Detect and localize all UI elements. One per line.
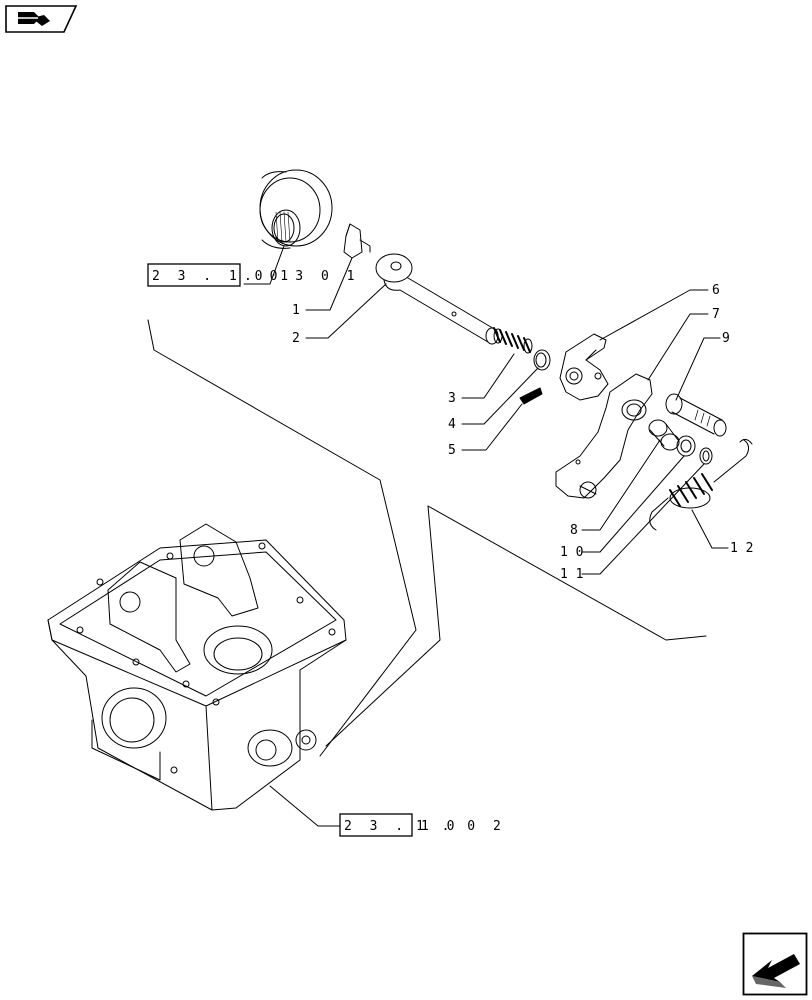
clutch-housing xyxy=(47,523,347,811)
book-arrow-icon xyxy=(5,5,78,33)
fork-lever xyxy=(555,373,653,499)
callout-2: 2 xyxy=(292,331,300,346)
fork-shaft xyxy=(375,253,499,345)
release-bearing xyxy=(259,169,333,249)
washer-10 xyxy=(676,435,696,457)
leader-lines xyxy=(243,245,729,827)
callout-8: 8 xyxy=(570,523,578,538)
reference-bottom-boxed: 2 3 . 1 0 xyxy=(344,819,459,834)
callout-4: 4 xyxy=(448,417,456,432)
reference-top-suffix: . 0 3 0 1 xyxy=(244,269,359,284)
spring xyxy=(493,327,533,354)
reference-bottom-suffix: 1 . 0 2 xyxy=(416,819,506,834)
pin xyxy=(519,387,543,405)
section-boundary-lines xyxy=(147,319,707,757)
book-arrow-badge[interactable] xyxy=(4,4,78,34)
callout-11: 1 1 xyxy=(560,567,583,582)
callout-6: 6 xyxy=(712,283,720,298)
callout-1: 1 xyxy=(292,303,300,318)
stud-bolt xyxy=(665,393,727,437)
callout-7: 7 xyxy=(712,307,720,322)
reference-top[interactable]: 2 3 . 1 0 1 . 0 3 0 1 xyxy=(147,263,359,287)
callout-12: 1 2 xyxy=(730,541,753,556)
next-page-button[interactable] xyxy=(742,932,808,996)
key-block xyxy=(343,223,371,259)
lever xyxy=(559,333,609,401)
reference-bottom[interactable]: 2 3 . 1 0 1 . 0 2 xyxy=(339,813,506,837)
callout-labels: 1 2 3 4 5 6 7 8 9 1 0 1 1 1 2 xyxy=(292,283,753,582)
callout-10: 1 0 xyxy=(560,545,583,560)
next-page-arrow-icon xyxy=(742,932,808,996)
callout-3: 3 xyxy=(448,391,456,406)
washer xyxy=(533,349,551,371)
callout-9: 9 xyxy=(722,331,730,346)
circlip xyxy=(699,447,713,465)
bush xyxy=(648,419,680,451)
callout-5: 5 xyxy=(448,443,456,458)
reference-top-boxed: 2 3 . 1 0 1 xyxy=(152,269,293,284)
